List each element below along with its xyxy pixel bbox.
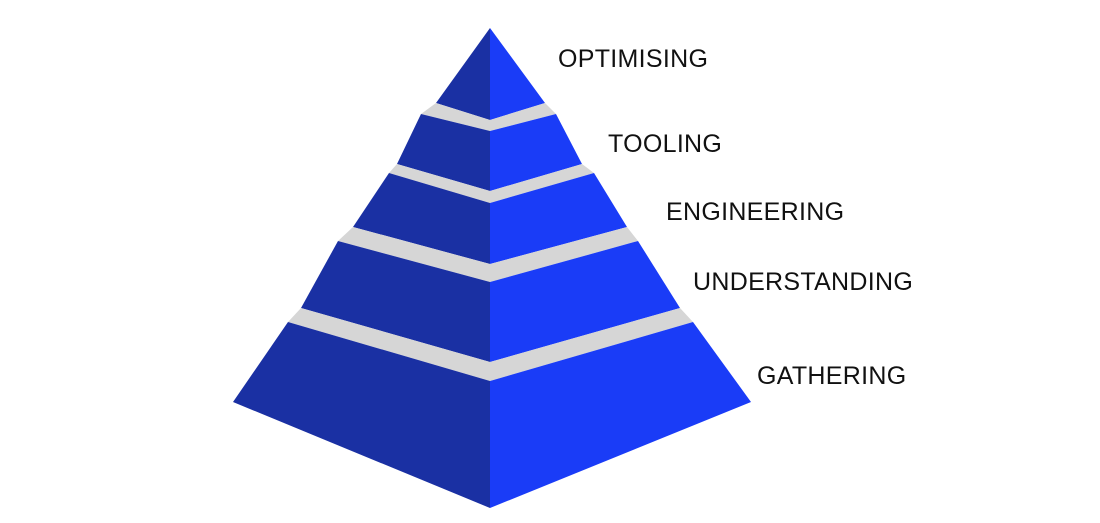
level-gathering-right-face	[490, 322, 751, 402]
pyramid-level-understanding: UNDERSTANDING	[301, 241, 913, 362]
separator-4	[288, 308, 693, 381]
separator-1	[421, 103, 556, 131]
level-label-gathering: GATHERING	[757, 362, 906, 390]
level-label-tooling: TOOLING	[608, 130, 722, 158]
level-label-engineering: ENGINEERING	[666, 198, 844, 226]
level-gathering-front-left-face	[233, 402, 490, 508]
level-label-understanding: UNDERSTANDING	[693, 268, 913, 296]
level-gathering-front-right-face	[490, 402, 751, 508]
separator-3	[338, 227, 638, 282]
level-engineering-right-face	[490, 173, 627, 264]
level-tooling-left-face	[397, 114, 490, 191]
separator-2	[389, 164, 594, 203]
level-gathering-left-face	[233, 322, 490, 402]
level-understanding-right-face	[490, 241, 680, 362]
level-understanding-left-face	[301, 241, 490, 362]
level-optimising-left-face	[436, 28, 490, 120]
pyramid-level-engineering: ENGINEERING	[353, 173, 844, 264]
level-engineering-left-face	[353, 173, 490, 264]
pyramid-level-optimising: OPTIMISING	[436, 28, 708, 120]
level-label-optimising: OPTIMISING	[558, 45, 708, 73]
pyramid-level-tooling: TOOLING	[397, 114, 722, 191]
level-tooling-right-face	[490, 114, 582, 191]
level-optimising-right-face	[490, 28, 545, 120]
pyramid-level-gathering: GATHERING	[233, 322, 906, 508]
